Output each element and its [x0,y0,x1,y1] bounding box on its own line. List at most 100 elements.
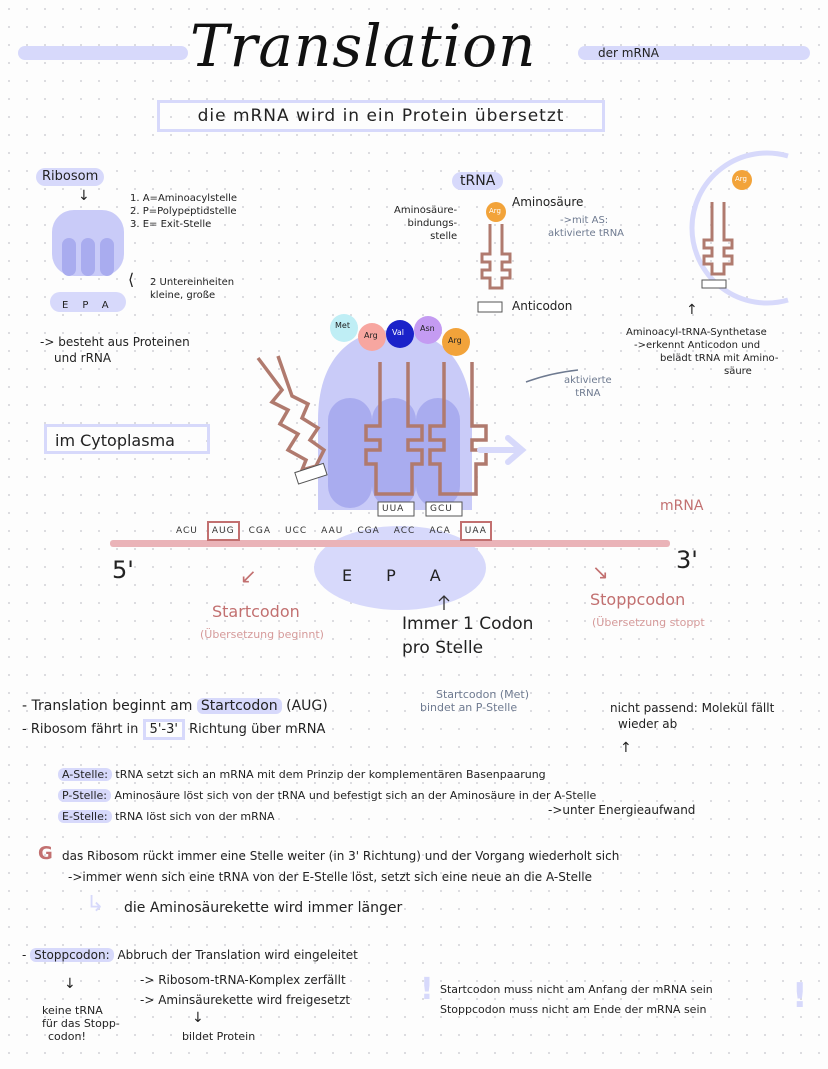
p-site-label: P-Stelle: [58,789,112,802]
codon: ACA [429,526,451,536]
exclamation-icon: ! [420,972,434,1007]
cytoplasm-label-box: im Cytoplasma [44,424,210,454]
five-prime-label: 5' [112,556,134,584]
p-site-text: Aminosäure löst sich von der tRNA und be… [114,789,597,802]
moves-line: das Ribosom rückt immer eine Stelle weit… [62,849,620,863]
title-side-label: der mRNA [598,46,659,60]
synthetase-trna [702,202,734,276]
anticodon-box [477,301,503,313]
site-label-a: A [429,566,441,585]
trna-strand [480,224,512,290]
site-e: E [62,300,83,311]
site-explanations: A-Stelle: tRNA setzt sich an mRNA mit de… [58,764,596,827]
codon-row: ACU AUG CGA UCC AAU CGA ACC ACA UAA [176,521,616,541]
ribosome-site-slot [416,398,460,508]
no-trna-line: für das Stopp- [42,1017,120,1030]
codon-rule-line: Immer 1 Codon [402,614,534,634]
note-text: - Translation beginnt am [22,698,193,714]
synthetase-line: säure [724,366,752,377]
bracket-icon: ⟨ [128,270,135,289]
direction-arrow [477,435,527,465]
arrow-up-icon: ↑ [686,302,698,318]
stop-dash: - [22,948,27,962]
anticodon-text-p: UUA [382,504,405,514]
codon: ACU [176,526,198,536]
amino-acid-badge [486,202,506,222]
note-text: Richtung über mRNA [189,722,326,737]
page-title: Translation [190,12,537,80]
codon: ACC [393,526,416,536]
stop-codon-highlight: Stoppcodon: [30,948,114,962]
subunits-sizes: kleine, große [150,290,216,301]
small-subunit-sites: EPA [62,299,123,312]
three-prime-label: 3' [676,546,698,574]
codon-start: AUG [206,521,240,541]
callout-line: Startcodon muss nicht am Anfang der mRNA… [440,983,713,996]
amino-acid-arg [358,323,386,351]
site-label-p: P [386,566,396,585]
amino-acid-met [330,314,358,342]
a-site-row: A-Stelle: tRNA setzt sich an mRNA mit de… [58,764,596,785]
header-bar-left [18,46,188,60]
codon: CGA [248,526,272,536]
turn-arrow-icon: ↳ [86,892,105,917]
mrna-label: mRNA [660,498,704,514]
exclamation-icon: ! [792,976,808,1016]
stop-consequence: -> Ribosom-tRNA-Komplex zerfällt [140,973,346,987]
site-p: P [82,300,102,311]
callout-line: Stoppcodon muss nicht am Ende der mRNA s… [440,1003,707,1016]
mrna-strand [110,540,670,547]
synthetase-description: Aminoacyl-tRNA-Synthetase ->erkennt Anti… [626,326,778,378]
codon: AAU [321,526,344,536]
composition-line: und rRNA [54,351,112,365]
binding-site-line: Aminosäure- [394,205,458,216]
start-met-line: bindet an P-Stelle [420,701,518,714]
subunits-label: 2 Untereinheiten [150,277,235,288]
ribosome-slot [100,238,114,276]
start-codon-highlight: Startcodon [196,698,282,714]
codon-rule-line: pro Stelle [402,638,484,658]
ribosome-site-slot [372,398,416,508]
synthetase-anticodon [701,279,727,289]
codon-rule: Immer 1 Codon pro Stelle [402,612,533,660]
energy-note: ->unter Energieaufwand [548,803,696,817]
synthetase-illustration [689,150,789,306]
anticodon-box-p [377,501,415,517]
synthetase-line: Aminoacyl-tRNA-Synthetase [626,327,767,338]
exiting-trna [256,355,327,473]
arrow-down-icon: ↙ [240,564,257,588]
ribosome-slot [81,238,95,276]
arrow-down-icon: ↓ [192,1010,204,1026]
codon: UCC [285,526,308,536]
binding-site-line: stelle [430,231,458,242]
ribosome-composition: -> besteht aus Proteinen und rRNA [40,334,190,366]
synthetase-line: ->erkennt Anticodon und [634,340,761,351]
activated-label-line: tRNA [575,388,601,399]
note-text: (AUG) [286,698,328,714]
aa-label-arg: Arg [364,331,378,340]
codon-rule-arrow [438,595,450,610]
note-direction: - Ribosom fährt in 5'-3' Richtung über m… [22,719,326,740]
moves-line: ->immer wenn sich eine tRNA von der E-St… [68,870,592,884]
trna-a-site [428,362,488,496]
ribosome-moves-note: das Ribosom rückt immer eine Stelle weit… [62,846,619,888]
aa-label-asn: Asn [420,324,435,333]
trna-p-site [364,362,424,496]
binding-site-label: Aminosäure- bindungs- stelle [394,204,457,243]
header-bar-right [578,46,810,60]
no-trna-note: keine tRNA für das Stopp- codon! [42,1004,120,1043]
anticodon-box-a [425,501,463,517]
arrow-down-icon: ↓ [64,976,76,992]
note-text: - Ribosom fährt in [22,722,139,737]
a-site-label: A-Stelle: [58,768,112,781]
exiting-anticodon [294,462,328,485]
codon-stop: UAA [459,521,492,541]
trna-heading: tRNA [452,172,504,190]
arrow-down-icon: ↓ [78,188,90,204]
subunits-note: 2 Untereinheiten kleine, große [150,276,234,302]
stop-line: Abbruch der Translation wird eingeleitet [117,948,358,962]
protein-note: bildet Protein [182,1030,256,1043]
amino-acid-asn [414,316,442,344]
mismatch-line: nicht passend: Molekül fällt [610,701,775,715]
amino-acid-label: Aminosäure [512,195,584,209]
